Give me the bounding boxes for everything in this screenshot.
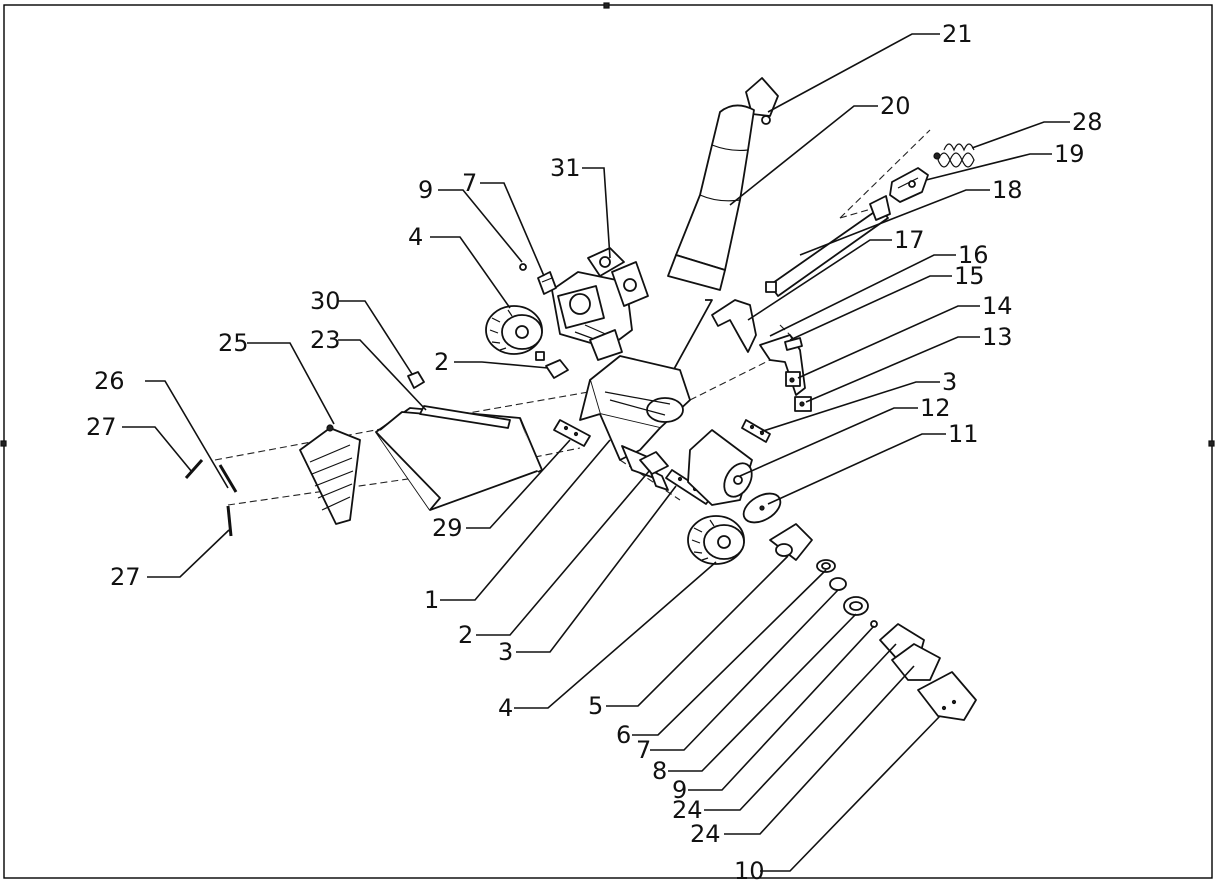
part-4-wheel-lower xyxy=(687,515,745,565)
part-4-wheel-upper xyxy=(485,305,545,361)
part-18-handle-bar xyxy=(765,195,891,297)
part-27-pin-upper xyxy=(184,459,204,479)
part-28-spring xyxy=(933,143,975,168)
part-29-plate xyxy=(553,419,591,447)
callout-26: 26 xyxy=(94,367,125,395)
callout-16: 16 xyxy=(958,241,989,269)
part-20-discharge-chute xyxy=(667,104,755,381)
callout-27-upper: 27 xyxy=(86,413,117,441)
callout-23: 23 xyxy=(310,326,341,354)
callout-labels: 21 20 28 19 18 17 16 15 14 13 3 12 11 31… xyxy=(86,20,1103,883)
callout-9-upper: 9 xyxy=(418,176,433,204)
callout-2-lower: 2 xyxy=(458,621,473,649)
callout-12: 12 xyxy=(920,394,951,422)
parts-9-7-upper xyxy=(519,263,557,295)
callout-31: 31 xyxy=(550,154,581,182)
callout-21: 21 xyxy=(942,20,973,48)
leader-lines xyxy=(122,33,1070,872)
callout-25: 25 xyxy=(218,329,249,357)
part-23-hopper xyxy=(375,405,543,511)
callout-24-upper: 24 xyxy=(672,796,703,824)
callout-9-lower: 9 xyxy=(672,776,687,804)
callout-3-lower: 3 xyxy=(498,638,513,666)
part-3-plate-upper xyxy=(741,419,771,443)
callout-8: 8 xyxy=(652,757,667,785)
callout-24-lower: 24 xyxy=(690,820,721,848)
callout-19: 19 xyxy=(1054,140,1085,168)
part-30-bolt xyxy=(407,371,425,389)
callout-11: 11 xyxy=(948,420,979,448)
callout-28: 28 xyxy=(1072,108,1103,136)
part-25-grate xyxy=(299,424,361,525)
part-5-pulley-cone xyxy=(769,523,813,561)
callout-15: 15 xyxy=(954,262,985,290)
part-8-pulley xyxy=(843,596,869,616)
callout-14: 14 xyxy=(982,292,1013,320)
callout-20: 20 xyxy=(880,92,911,120)
callout-27-lower: 27 xyxy=(110,563,141,591)
callout-7-upper: 7 xyxy=(462,169,477,197)
part-12-rotor-housing xyxy=(687,429,753,506)
part-26-pin xyxy=(218,464,238,493)
callout-4-lower: 4 xyxy=(498,694,513,722)
part-31-engine xyxy=(551,247,649,361)
part-1-main-housing xyxy=(579,355,691,491)
callout-3-upper: 3 xyxy=(942,368,957,396)
part-11-disc xyxy=(742,492,782,524)
part-6-bearing xyxy=(816,559,836,573)
callout-6: 6 xyxy=(616,721,631,749)
callout-10: 10 xyxy=(734,857,765,883)
callout-2-upper: 2 xyxy=(434,348,449,376)
part-19-latch xyxy=(889,167,929,203)
callout-29: 29 xyxy=(432,514,463,542)
part-7-spacer xyxy=(829,577,847,591)
callout-13: 13 xyxy=(982,323,1013,351)
part-27-pin-lower xyxy=(226,505,233,537)
part-10-belt-guard xyxy=(917,671,977,721)
callout-7-lower: 7 xyxy=(636,736,651,764)
part-21-chute-cap xyxy=(745,77,779,125)
callout-4-upper: 4 xyxy=(408,223,423,251)
callout-17: 17 xyxy=(894,226,925,254)
part-2-axle-block-upper xyxy=(545,359,569,379)
callout-30: 30 xyxy=(310,287,341,315)
parts-17-13-mounting-brackets xyxy=(711,299,812,412)
part-2-axle-block-lower xyxy=(639,451,669,475)
callout-5: 5 xyxy=(588,692,603,720)
callout-18: 18 xyxy=(992,176,1023,204)
part-24-belt-lower xyxy=(891,643,941,681)
callout-1: 1 xyxy=(424,586,439,614)
